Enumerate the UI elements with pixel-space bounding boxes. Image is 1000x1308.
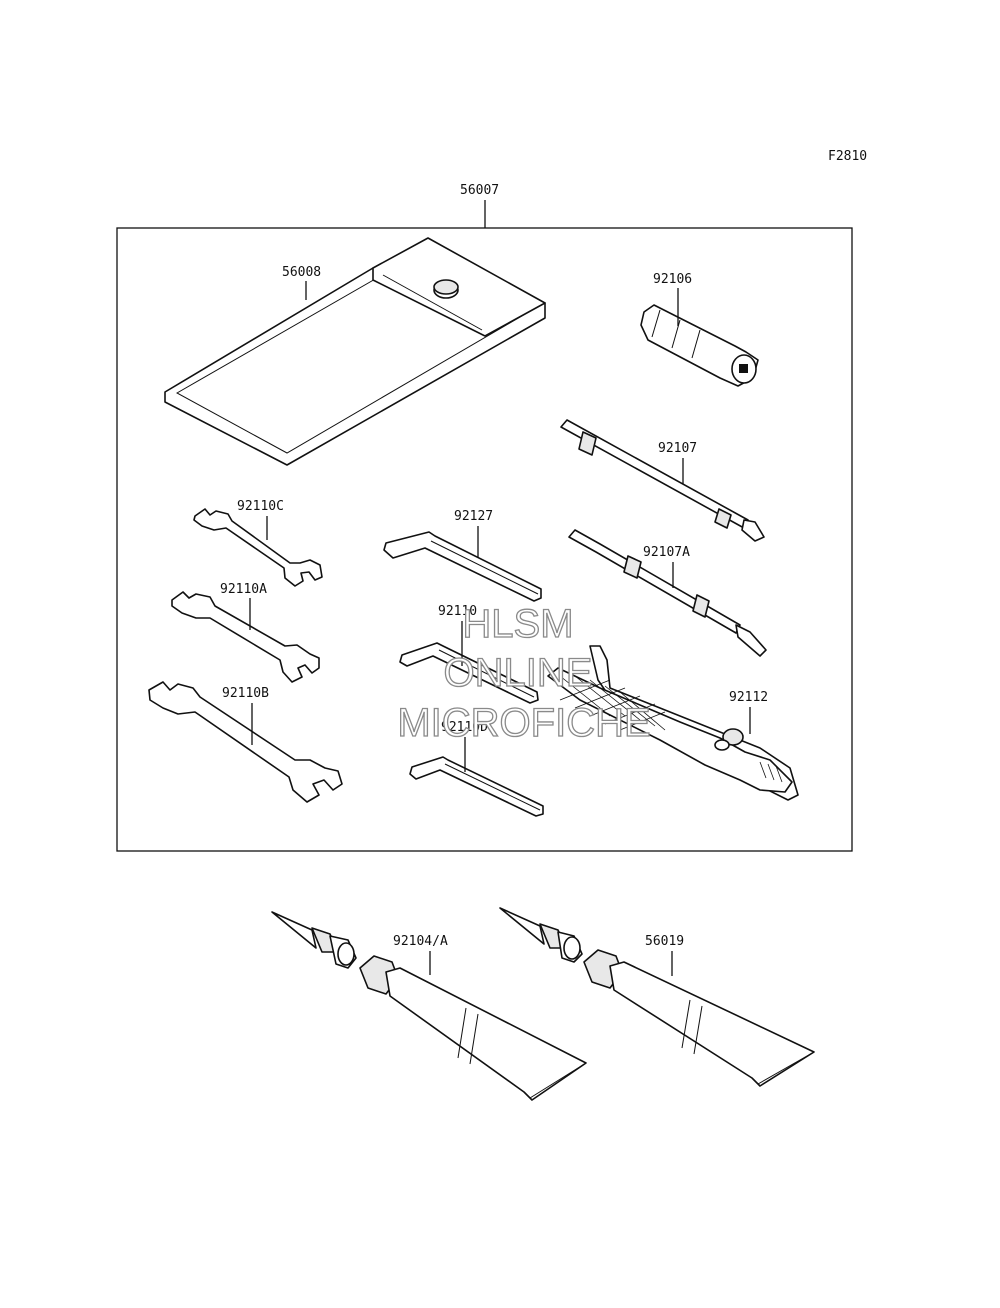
label-92110b: 92110B	[222, 686, 269, 701]
figure-code: F2810	[828, 149, 867, 164]
wrench-92110b	[148, 681, 343, 803]
wrench-92110a	[171, 591, 320, 683]
label-56008: 56008	[282, 265, 321, 280]
label-56007: 56007	[460, 183, 499, 198]
wrench-92110c	[193, 508, 323, 587]
screwdriver-flat	[568, 529, 767, 657]
watermark-line-3: MICROFICHE	[397, 701, 650, 745]
label-56019: 56019	[645, 934, 684, 949]
label-92110c: 92110C	[237, 499, 284, 514]
hex-key-92110	[399, 642, 539, 704]
hex-key-92110d	[409, 756, 544, 817]
label-92110: 92110	[438, 604, 477, 619]
pliers	[547, 645, 799, 801]
grip-part	[640, 304, 759, 387]
label-92110d: 92110D	[441, 720, 488, 735]
label-92104a: 92104/A	[393, 934, 448, 949]
hex-key-92127	[383, 531, 542, 602]
label-92110a: 92110A	[220, 582, 267, 597]
label-92106: 92106	[653, 272, 692, 287]
watermark-line-2: ONLINE	[444, 651, 593, 695]
label-92107: 92107	[658, 441, 697, 456]
label-92107a: 92107A	[643, 545, 690, 560]
tube-56019	[499, 907, 815, 1087]
tool-bag	[164, 237, 546, 466]
label-92112: 92112	[729, 690, 768, 705]
watermark-line-1: HLSM	[462, 602, 573, 646]
screwdriver-phillips	[560, 419, 765, 542]
tube-92104a	[271, 911, 587, 1101]
kit-frame	[116, 227, 853, 852]
label-92127: 92127	[454, 509, 493, 524]
